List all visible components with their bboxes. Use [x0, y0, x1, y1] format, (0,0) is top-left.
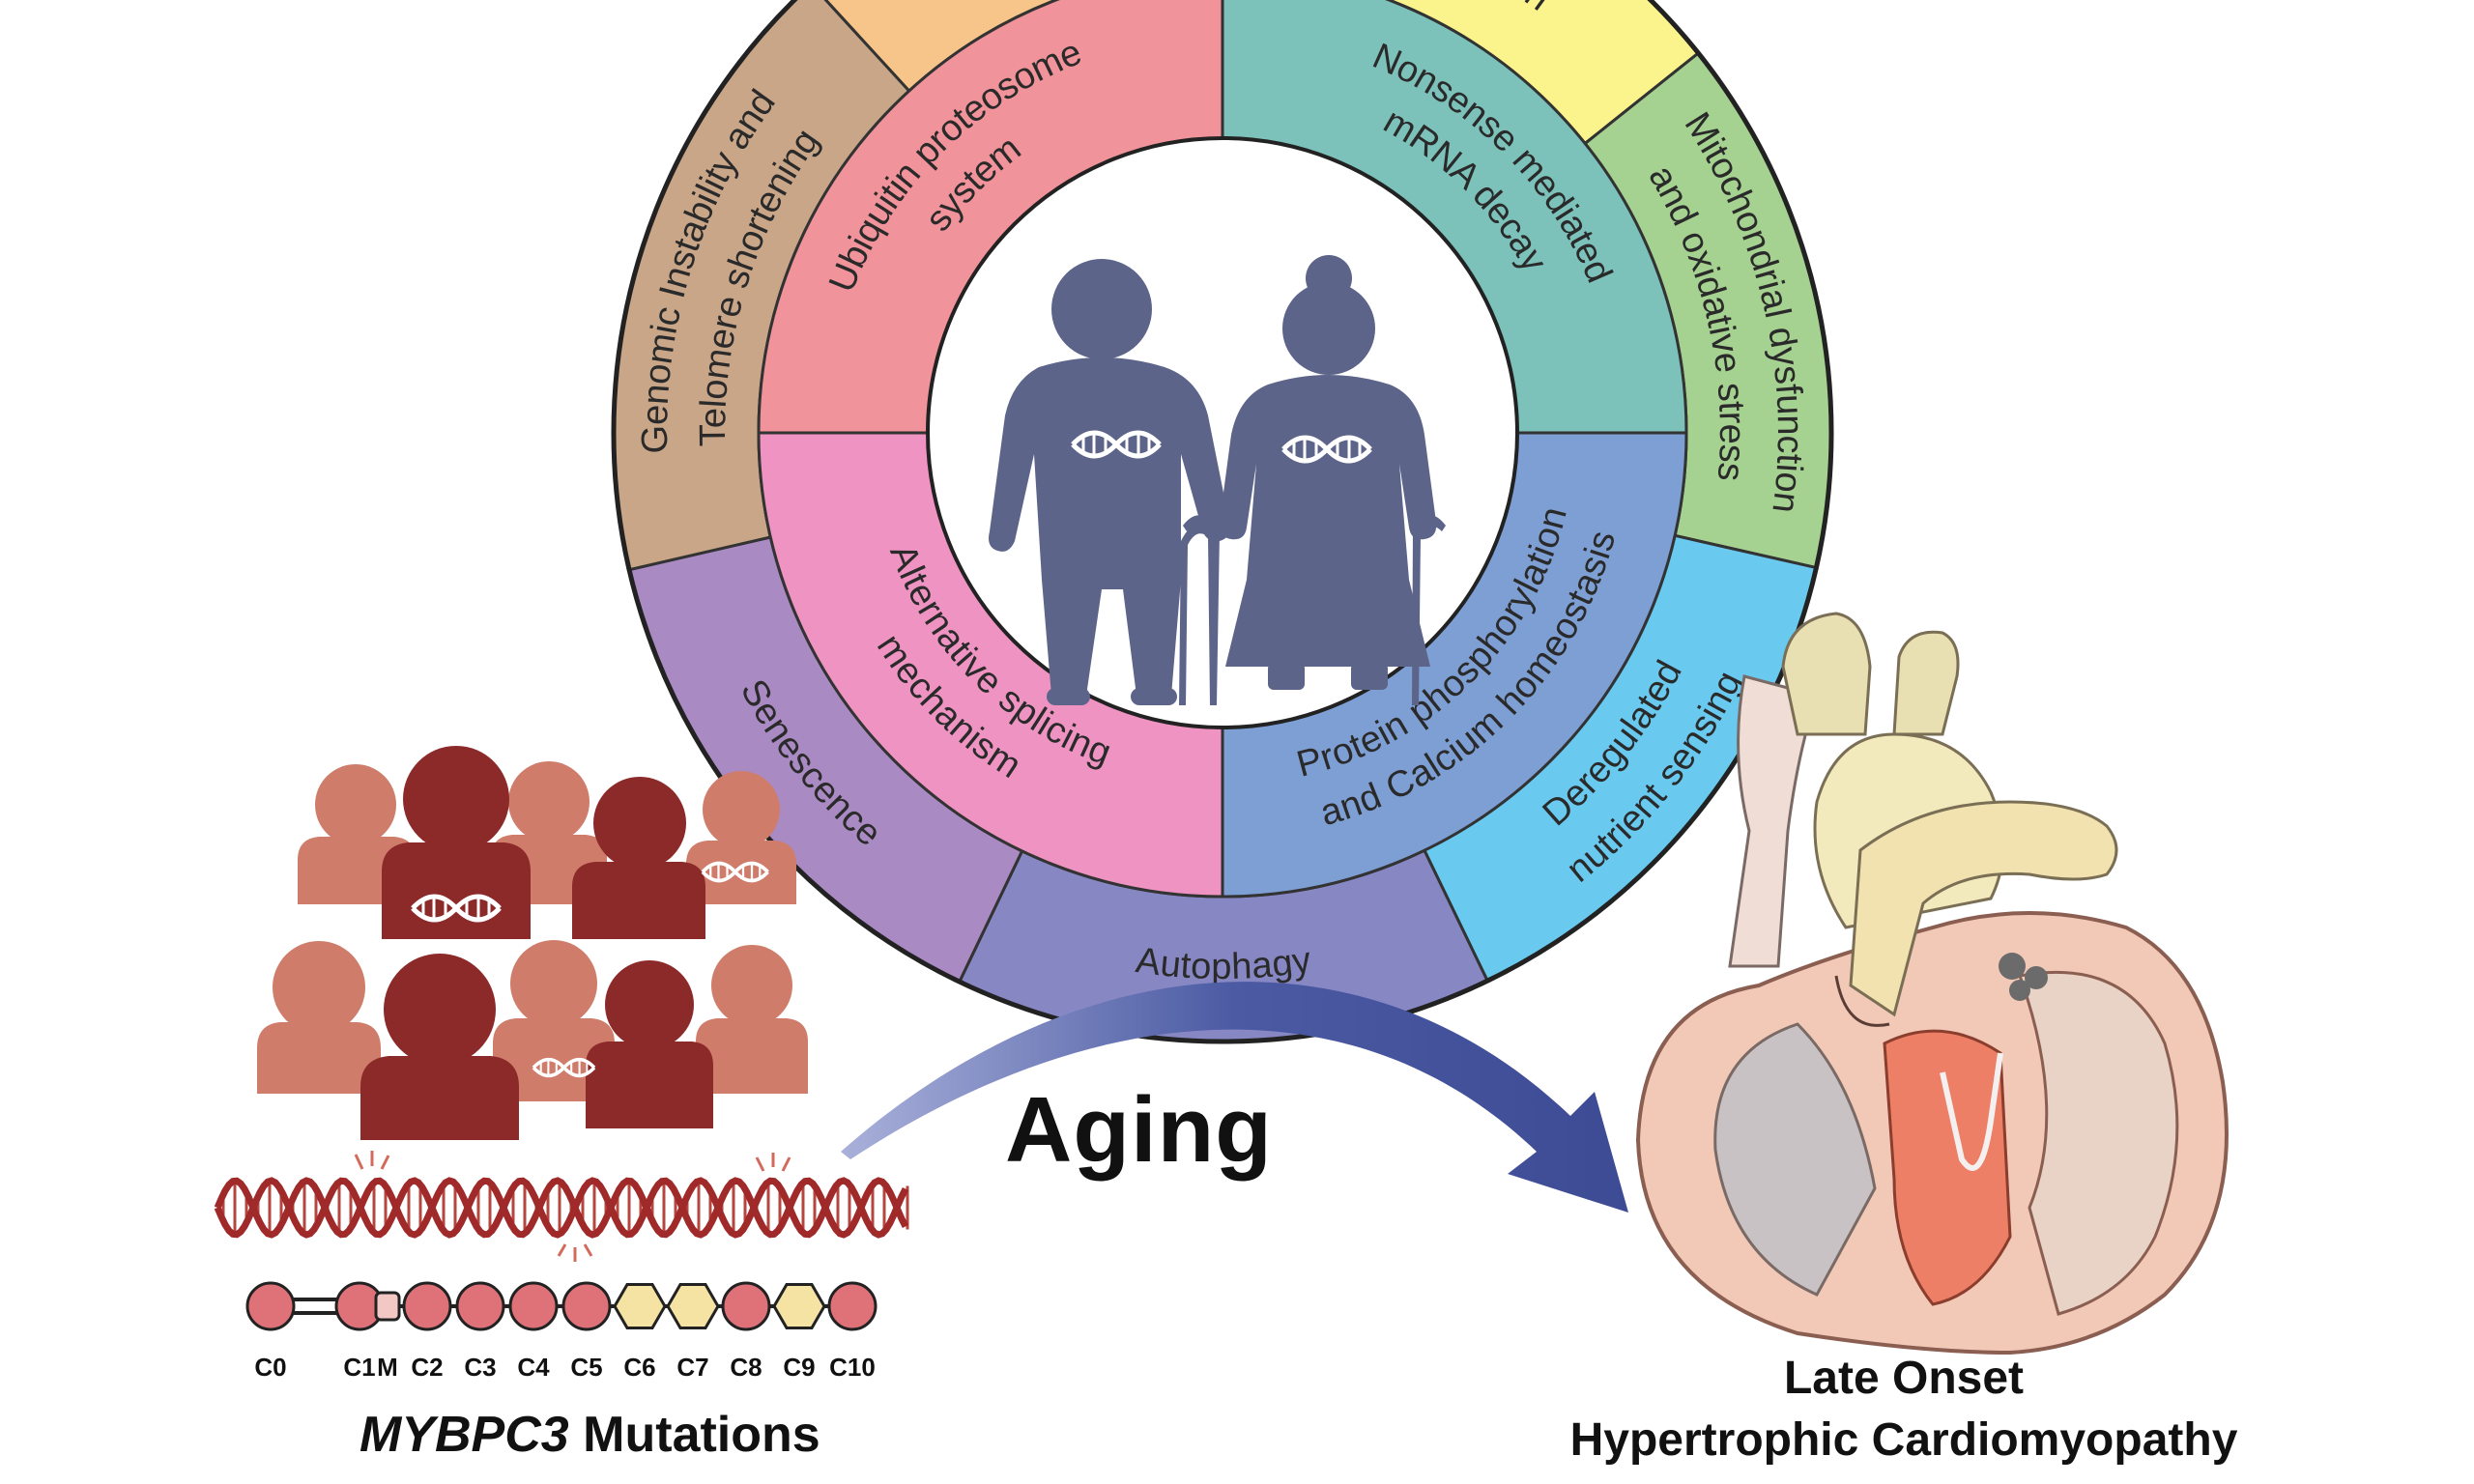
domain-label: M: [377, 1353, 398, 1382]
mutations-word: Mutations: [568, 1407, 820, 1463]
domain-label: C2: [411, 1353, 443, 1382]
aging-hallmarks-wheel: EpigeneticsInflammationMitochondrial dys…: [611, 0, 1834, 1044]
domain-label: C7: [676, 1353, 708, 1382]
domain-label: C8: [730, 1353, 762, 1382]
hcm-caption-line2: Hypertrophic Cardiomyopathy: [1569, 1414, 2238, 1466]
domain-fn3: [772, 1283, 826, 1329]
domain-label: C6: [623, 1353, 655, 1382]
aging-label: Aging: [1005, 1078, 1273, 1182]
ring-label: Autophagy: [1134, 940, 1313, 987]
domain-label: C9: [783, 1353, 815, 1382]
domain-label: C4: [517, 1353, 550, 1382]
inner-ring: [757, 0, 1688, 899]
domain-label: C3: [464, 1353, 496, 1382]
domain-m: [374, 1291, 401, 1322]
domain-ig: [508, 1281, 559, 1331]
dna-helix-icon: [214, 1177, 909, 1239]
domain-label: C10: [829, 1353, 876, 1382]
domain-fn3: [613, 1283, 667, 1329]
domain-ig: [402, 1281, 452, 1331]
domain-ig: [561, 1281, 612, 1331]
wheel-inner-border: [926, 136, 1519, 729]
domain-ig: [455, 1281, 505, 1331]
hcm-caption-line1: Late Onset: [1783, 1353, 2025, 1404]
heart-icon: [1635, 612, 2229, 1356]
aging-arrow: [841, 982, 1628, 1213]
domain-ig: [245, 1281, 296, 1331]
mybpc3-mutations-caption: MYBPC3 Mutations: [360, 1406, 820, 1464]
gene-name: MYBPC3: [360, 1407, 569, 1463]
domain-label: C1: [343, 1353, 375, 1382]
mutation-spark-icon: [354, 1151, 791, 1262]
domain-ig: [721, 1281, 771, 1331]
wheel-outer-border: [611, 0, 1834, 1044]
elderly-woman-icon: [1183, 255, 1446, 705]
domain-fn3: [666, 1283, 720, 1329]
late-onset-hcm-caption: Late Onset Hypertrophic Cardiomyopathy: [1503, 1348, 2305, 1471]
elderly-man-icon: [989, 259, 1230, 705]
domain-label: C0: [254, 1353, 286, 1382]
domain-label: C5: [570, 1353, 602, 1382]
patient-population-icon: [257, 746, 808, 1140]
domain-ig: [827, 1281, 877, 1331]
